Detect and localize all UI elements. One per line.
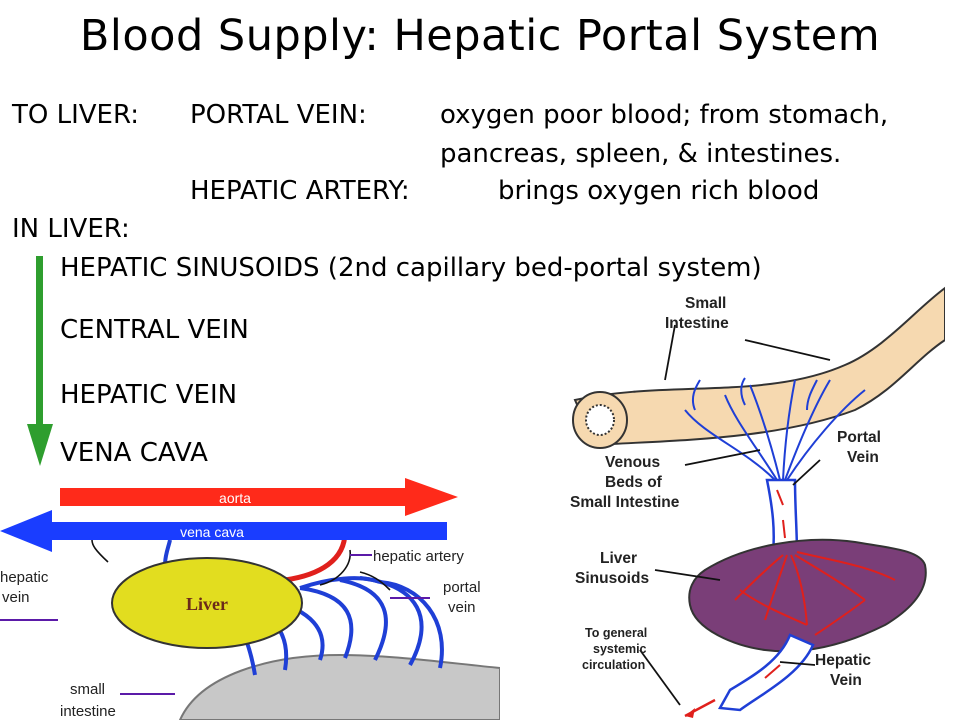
- sinusoid-paths: [734, 551, 896, 636]
- portal-flow-arrows: [776, 489, 786, 539]
- right-leader-lines: [639, 324, 831, 706]
- flow-pointers: [91, 539, 391, 591]
- small-intestine-label-left-1: small: [70, 681, 105, 698]
- hepatic-artery-description: brings oxygen rich blood: [498, 176, 820, 206]
- label-leader-lines: [0, 554, 430, 695]
- aorta-bar: [60, 488, 420, 506]
- systemic-arrowhead: [685, 708, 695, 718]
- hepatic-vein-label-right-1: Hepatic: [815, 652, 871, 669]
- vena-cava-bar: [45, 522, 447, 540]
- portal-anatomy-illustration: Small Intestine Portal Vein Venous Beds …: [570, 286, 945, 718]
- general-circulation-label-1: To general: [585, 626, 647, 640]
- hepatic-vein-label-left-1: hepatic: [0, 569, 49, 586]
- aorta-arrowhead: [405, 478, 458, 516]
- small-intestine-tube: [573, 286, 945, 447]
- hepatic-artery-label: HEPATIC ARTERY:: [190, 176, 410, 206]
- flow-step-hepatic-vein: HEPATIC VEIN: [60, 380, 238, 410]
- circulation-schematic: Liver aorta vena cava hepatic artery hep…: [0, 478, 500, 720]
- portal-vein-label-left-1: portal: [443, 579, 481, 596]
- venous-beds-label-1: Venous: [605, 454, 660, 471]
- liver-sinusoids-label-1: Liver: [600, 550, 637, 567]
- hepatic-artery-label-left: hepatic artery: [373, 548, 464, 565]
- vena-cava-label: vena cava: [180, 524, 244, 540]
- liver-sinusoids-label-2: Sinusoids: [575, 570, 649, 587]
- portal-vein-description-1: oxygen poor blood; from stomach,: [440, 100, 889, 130]
- portal-vein-label-right-2: Vein: [847, 449, 879, 466]
- portal-vein-description-2: pancreas, spleen, & intestines.: [440, 139, 842, 169]
- to-liver-heading: TO LIVER:: [12, 100, 140, 130]
- flow-step-central-vein: CENTRAL VEIN: [60, 315, 249, 345]
- general-circulation-label-2: systemic: [593, 642, 647, 656]
- flow-step-vena-cava: VENA CAVA: [60, 438, 208, 468]
- aorta-label: aorta: [219, 490, 251, 506]
- vena-cava-arrowhead: [0, 510, 52, 552]
- portal-vein-label-left-2: vein: [448, 599, 476, 616]
- small-intestine-label-right-2: Intestine: [665, 315, 729, 332]
- venous-beds-label-2: Beds of: [605, 474, 663, 491]
- in-liver-heading: IN LIVER:: [12, 214, 130, 244]
- venous-beds-label-3: Small Intestine: [570, 494, 680, 511]
- liver-label: Liver: [186, 594, 228, 614]
- portal-vein-label-right-1: Portal: [837, 429, 881, 446]
- venous-beds: [684, 377, 866, 481]
- liver-shape: [111, 557, 303, 649]
- general-circulation-label-3: circulation: [582, 658, 645, 672]
- flow-down-arrow: [27, 256, 53, 466]
- small-intestine-label-left-2: intestine: [60, 703, 116, 720]
- intestine-shape: [178, 653, 500, 720]
- liver-shape-right: [688, 538, 927, 653]
- hepatic-vein-out: [717, 633, 815, 712]
- hepatic-vein-label-right-2: Vein: [830, 672, 862, 689]
- flow-step-sinusoids: HEPATIC SINUSOIDS (2nd capillary bed-por…: [60, 253, 762, 283]
- hepatic-vein-label-left-2: vein: [2, 589, 30, 606]
- small-intestine-label-right-1: Small: [685, 295, 726, 312]
- intestine-lumen: [585, 404, 615, 436]
- portal-vein-label: PORTAL VEIN:: [190, 100, 367, 130]
- hepatic-artery-vessel: [284, 531, 348, 583]
- slide-title: Blood Supply: Hepatic Portal System: [79, 11, 881, 61]
- hepatic-flow-arrow: [764, 664, 781, 679]
